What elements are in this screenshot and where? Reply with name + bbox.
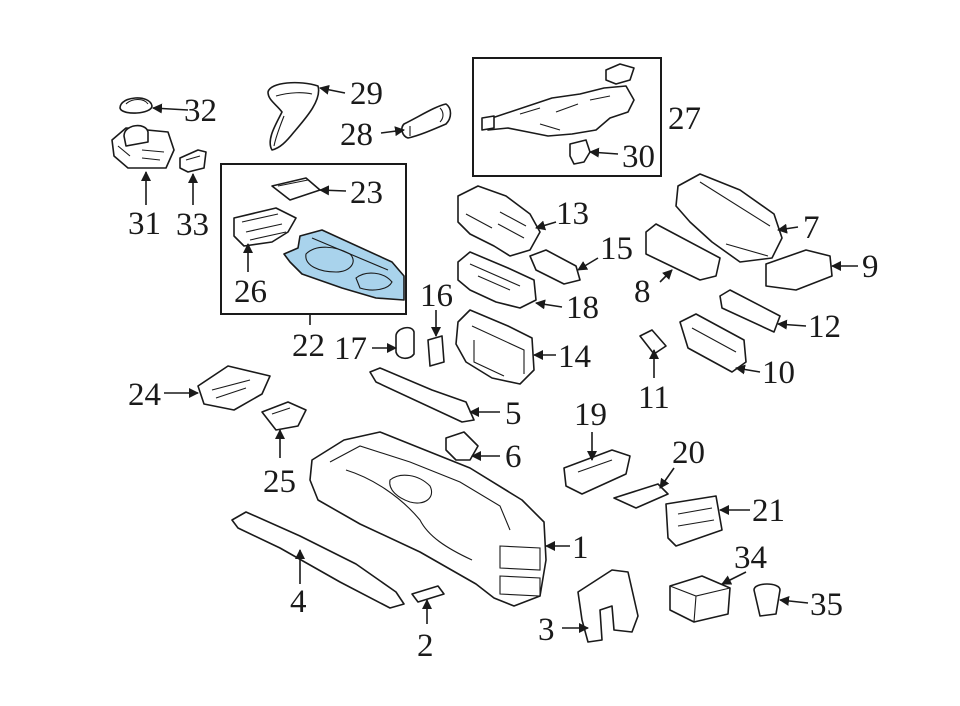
callout-31: 31 <box>128 206 161 242</box>
callout-12: 12 <box>808 309 841 345</box>
part-17-clip[interactable] <box>395 326 415 360</box>
part-18-bin-liner[interactable] <box>457 251 537 309</box>
part-23-insert-mat[interactable] <box>271 177 321 201</box>
callout-10: 10 <box>762 355 795 391</box>
part-26-tray[interactable] <box>233 207 405 301</box>
callout-30: 30 <box>622 139 655 175</box>
part-9-pad[interactable] <box>765 249 833 291</box>
callout-28: 28 <box>340 117 373 153</box>
callout-16: 16 <box>420 278 453 314</box>
callout-4: 4 <box>290 584 307 620</box>
callout-25: 25 <box>263 464 296 500</box>
callout-2: 2 <box>417 628 434 664</box>
callout-34: 34 <box>734 540 767 576</box>
callout-8: 8 <box>634 274 651 310</box>
callout-33: 33 <box>176 207 209 243</box>
callout-32: 32 <box>184 93 217 129</box>
callout-5: 5 <box>505 396 522 432</box>
callout-14: 14 <box>558 339 591 375</box>
part-8-cover[interactable] <box>645 223 721 281</box>
part-7-armrest-cushion[interactable] <box>675 173 783 263</box>
callout-20: 20 <box>672 435 705 471</box>
part-5-trim-strip[interactable] <box>369 367 475 423</box>
callout-29: 29 <box>350 76 383 112</box>
callout-13: 13 <box>556 196 589 232</box>
part-29-gaiter-boot[interactable] <box>267 81 320 151</box>
part-33-switch[interactable] <box>179 149 207 173</box>
part-19-bezel[interactable] <box>563 449 631 495</box>
callout-26: 26 <box>234 274 267 310</box>
part-27-parking-brake-assembly[interactable] <box>481 63 635 137</box>
callout-7: 7 <box>803 210 820 246</box>
callout-27: 27 <box>668 101 701 137</box>
callout-24: 24 <box>128 377 161 413</box>
part-6-switch[interactable] <box>445 431 479 461</box>
part-24-bracket[interactable] <box>197 365 271 411</box>
part-28-handle-grip[interactable] <box>401 103 452 139</box>
callout-3: 3 <box>538 612 555 648</box>
callout-18: 18 <box>566 290 599 326</box>
part-32-knob-cap[interactable] <box>119 97 153 114</box>
part-21-control-panel[interactable] <box>665 495 723 547</box>
part-34-module[interactable] <box>669 575 731 623</box>
part-25-cup-holder[interactable] <box>261 401 307 431</box>
part-20-cover[interactable] <box>613 483 669 509</box>
part-4-side-trim[interactable] <box>231 511 405 609</box>
part-12-bracket[interactable] <box>719 289 781 333</box>
callout-21: 21 <box>752 493 785 529</box>
callout-6: 6 <box>505 439 522 475</box>
callout-15: 15 <box>600 231 633 267</box>
group-box-27 <box>472 57 662 177</box>
callout-17: 17 <box>334 331 367 367</box>
part-16-insert[interactable] <box>427 335 445 367</box>
part-3-bracket[interactable] <box>577 569 639 643</box>
part-31-controller[interactable] <box>111 124 175 169</box>
callout-11: 11 <box>638 380 670 416</box>
part-11-tab[interactable] <box>639 329 667 355</box>
callout-19: 19 <box>574 397 607 433</box>
group-box-22 <box>220 163 407 315</box>
part-15-pad[interactable] <box>529 249 581 285</box>
part-13-armrest-lid[interactable] <box>457 185 541 257</box>
part-10-holder[interactable] <box>679 313 747 373</box>
callout-labels: 1 2 3 4 5 6 7 8 9 10 11 12 13 14 15 16 1… <box>128 76 879 664</box>
callout-35: 35 <box>810 587 843 623</box>
callout-22: 22 <box>292 328 325 364</box>
part-35-socket[interactable] <box>753 583 781 617</box>
callout-1: 1 <box>572 530 589 566</box>
part-1-center-console[interactable] <box>309 431 547 607</box>
part-2-clip[interactable] <box>411 585 445 603</box>
callout-23: 23 <box>350 175 383 211</box>
leader-lines <box>141 84 858 633</box>
part-14-storage-bin[interactable] <box>455 309 535 385</box>
part-30-bracket[interactable] <box>569 139 591 165</box>
callout-9: 9 <box>862 249 879 285</box>
